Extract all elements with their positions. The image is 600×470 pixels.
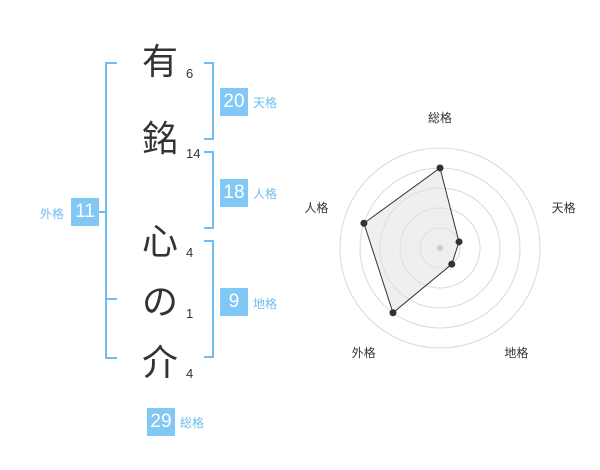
gaikaku-connector	[96, 211, 106, 213]
name-char-5: 介	[141, 343, 178, 384]
tenkaku-label: 天格	[253, 96, 278, 110]
stroke-count-3: 4	[186, 245, 194, 260]
chikaku-label: 地格	[253, 297, 278, 311]
chikaku-value: 9	[220, 288, 248, 316]
radar-point-2	[455, 238, 463, 246]
gaikaku-label: 外格	[40, 207, 65, 221]
radar-point-3	[448, 260, 456, 268]
stroke-count-4: 1	[186, 306, 194, 321]
soukaku-label: 総格	[180, 416, 205, 430]
soukaku-value: 29	[147, 408, 175, 436]
tenkaku-bracket	[204, 62, 214, 140]
radar-axis-label-2: 天格	[552, 200, 576, 215]
radar-center-dot	[437, 245, 443, 251]
tenkaku-value: 20	[220, 88, 248, 116]
stroke-count-1: 6	[186, 66, 194, 81]
radar-polygon	[363, 167, 460, 314]
radar-ring-5	[339, 147, 541, 349]
name-char-4: の	[141, 282, 178, 323]
name-char-3: 心	[141, 222, 178, 263]
name-char-1: 有	[141, 42, 178, 83]
name-char-2: 銘	[141, 119, 178, 160]
stroke-count-2: 14	[186, 146, 201, 161]
jinkaku-value: 18	[220, 179, 248, 207]
bracket-split-tick	[105, 298, 117, 300]
radar-axis-label-5: 人格	[304, 200, 328, 215]
jinkaku-bracket	[204, 151, 214, 229]
radar-point-4	[389, 309, 397, 317]
radar-axis-label-1: 総格	[428, 110, 452, 125]
jinkaku-label: 人格	[253, 187, 278, 201]
chikaku-bracket	[204, 240, 214, 358]
gaikaku-bracket	[105, 62, 117, 359]
radar-axis-label-4: 外格	[352, 345, 376, 360]
radar-axis-label-3: 地格	[504, 345, 528, 360]
radar-point-1	[436, 164, 444, 172]
gaikaku-value: 11	[71, 198, 99, 226]
radar-point-5	[360, 219, 368, 227]
stroke-count-5: 4	[186, 366, 194, 381]
